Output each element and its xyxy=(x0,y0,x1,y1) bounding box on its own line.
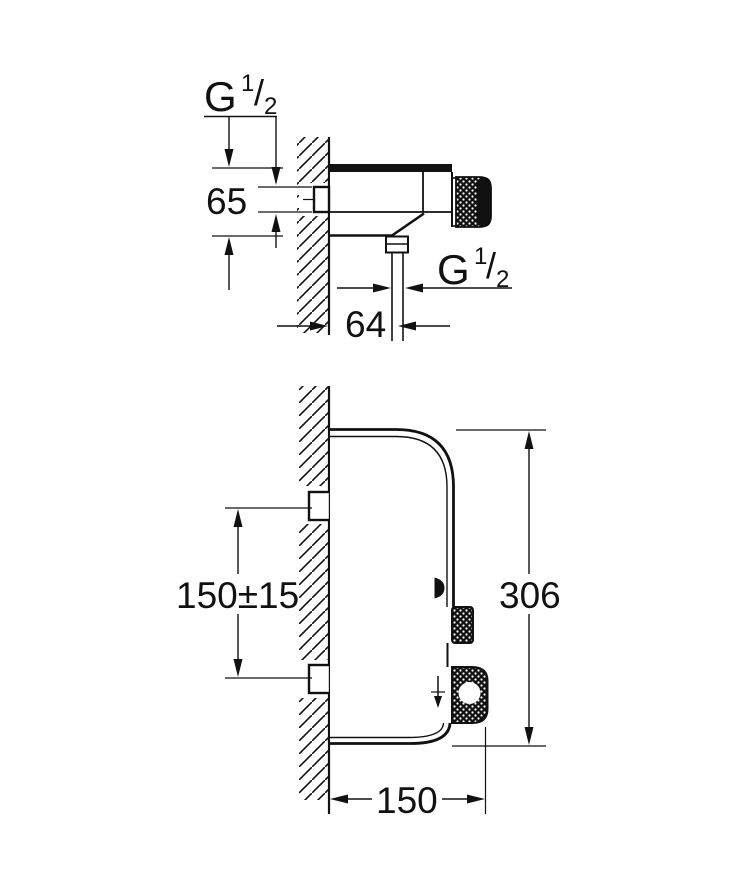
outlet-thread-denominator: 2 xyxy=(496,266,509,293)
shutoff-button xyxy=(451,606,474,644)
body-inner-contour-top xyxy=(330,435,448,607)
body-top-plate xyxy=(330,164,452,172)
arrowhead-down-icon xyxy=(224,149,234,167)
dim-inlet-thread: G 1 / 2 xyxy=(204,70,312,248)
arrowhead-up-icon xyxy=(233,509,243,527)
dim-wall-to-outlet: 64 xyxy=(277,304,450,345)
body-fill xyxy=(330,164,452,236)
wall-to-outlet-dimension: 64 xyxy=(345,304,386,345)
arrowhead-right-icon xyxy=(467,794,485,804)
arrowhead-up-icon xyxy=(224,237,234,255)
wall-hatch xyxy=(297,137,329,333)
dim-outlet-thread: G 1 / 2 xyxy=(337,243,512,293)
thread-size-label-top: G xyxy=(204,73,237,120)
dim-overall-height: 306 xyxy=(452,429,561,747)
inlet-union-body xyxy=(312,185,331,214)
body-fill xyxy=(330,429,454,744)
body-outer-contour-top xyxy=(330,428,455,607)
wall-section-top xyxy=(297,137,331,335)
mounting-bracket-upper xyxy=(307,490,332,522)
body-inner-contour-bottom xyxy=(330,722,445,739)
mounting-bracket-lower xyxy=(307,663,332,695)
wall-section-side xyxy=(299,386,331,814)
arrowhead-left-icon xyxy=(405,283,423,293)
arrowhead-right-icon xyxy=(310,321,328,331)
temperature-knob-side-view xyxy=(451,666,489,724)
arrowhead-up-icon xyxy=(524,431,534,449)
top-view: G 1 / 2 65 64 xyxy=(204,70,512,345)
inlet-union xyxy=(303,185,331,214)
temperature-knob-top-view xyxy=(455,176,492,228)
knob-cap xyxy=(477,177,491,227)
body-height-dimension: 65 xyxy=(206,181,247,222)
dim-body-height: 65 xyxy=(206,116,283,290)
arrowhead-left-icon xyxy=(398,321,416,331)
outlet-thread-slash: / xyxy=(486,245,496,286)
arrowhead-down-icon xyxy=(524,727,534,745)
knob-outline xyxy=(455,176,492,228)
knob-button xyxy=(458,682,481,704)
flow-arrow-icon xyxy=(431,676,445,708)
overall-height-dimension: 306 xyxy=(499,575,561,616)
valve-body-side-view xyxy=(330,428,489,745)
indicator-slot xyxy=(434,577,445,599)
overall-depth-dimension: 150 xyxy=(376,780,438,821)
arrowhead-left-icon xyxy=(330,794,348,804)
dim-union-spacing: 150±15 xyxy=(176,507,312,679)
flow-arrow-head xyxy=(434,696,442,708)
valve-body-top-view xyxy=(330,164,456,237)
arrowhead-right-icon xyxy=(373,283,391,293)
arrowhead-down-icon xyxy=(233,659,243,677)
thread-top-numerator: 1 xyxy=(241,70,254,97)
thread-top-slash: / xyxy=(254,72,264,113)
body-outer-contour-bottom xyxy=(330,722,452,745)
dim-overall-depth: 150 xyxy=(330,727,487,821)
inlet-spacing-dimension: 150±15 xyxy=(176,575,299,616)
arrowhead-up-icon xyxy=(271,214,281,232)
thread-top-denominator: 2 xyxy=(264,93,277,120)
outlet-thread-numerator: 1 xyxy=(474,243,487,270)
outlet-thread-size-label: G xyxy=(437,246,470,293)
side-view: 150±15 306 150 xyxy=(176,386,561,821)
wall-hatch xyxy=(299,386,329,800)
arrowhead-down-icon xyxy=(271,167,281,185)
